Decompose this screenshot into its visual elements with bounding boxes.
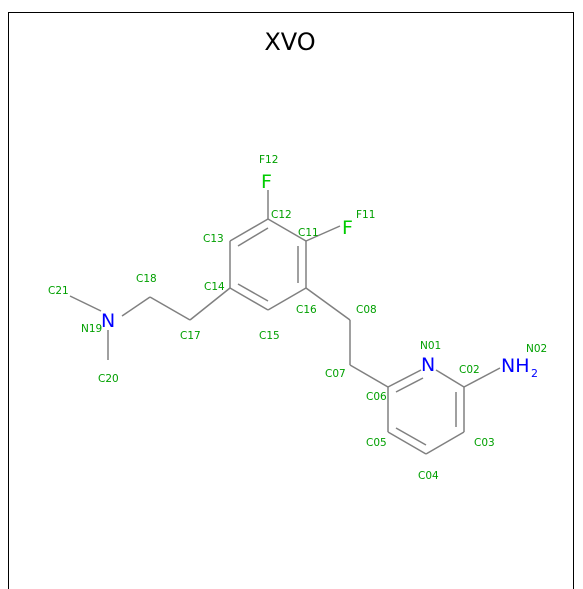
bond-c07-c06	[349, 364, 389, 388]
bond-c12-c11	[267, 218, 307, 242]
atom-label-c12: C12	[271, 209, 292, 221]
nitrogen-symbol-n19: N	[101, 310, 115, 332]
bond-c06-n01	[387, 369, 422, 388]
bond-c14-c17	[189, 287, 231, 321]
bond-c16-c08	[305, 287, 351, 321]
fluorine-symbol-f12: F	[261, 171, 272, 193]
atom-labels: F12 C12 C13 C11 F11 C14 C18 C21 N19 C17 …	[48, 154, 547, 482]
atom-label-c06: C06	[366, 391, 387, 403]
bond-n19-c21	[69, 295, 102, 312]
diagram-title: XVO	[264, 28, 315, 56]
atom-label-n02: N02	[526, 343, 547, 355]
bond-c15-c14	[229, 287, 269, 311]
atom-label-c07: C07	[325, 368, 346, 380]
bond-c03-c04	[425, 431, 465, 455]
bond-c18-n19	[121, 296, 151, 317]
bond-n01-c02	[435, 369, 465, 388]
nitrogen-symbol-n01: N	[421, 354, 435, 376]
bond-c11-f11	[305, 225, 341, 242]
bond-c15-c14-inner	[237, 283, 269, 302]
atom-label-c15: C15	[259, 330, 280, 342]
atom-label-f11: F11	[356, 209, 375, 221]
bond-c04-c05-inner	[395, 427, 427, 446]
bond-c06-n01-inner	[395, 377, 424, 393]
bond-c13-c12	[229, 218, 269, 242]
atom-label-c03: C03	[474, 437, 495, 449]
atom-label-c04: C04	[418, 470, 439, 482]
bond-c13-c12-inner	[237, 227, 269, 247]
atom-label-c14: C14	[204, 281, 225, 293]
atom-label-c13: C13	[203, 233, 224, 245]
amine-subscript-n02: 2	[531, 367, 538, 380]
amine-symbol-n02: NH	[501, 355, 530, 377]
atom-label-c16: C16	[296, 304, 317, 316]
element-symbols: F F N N NH 2	[101, 171, 538, 380]
atom-label-n19: N19	[81, 323, 102, 335]
bonds	[69, 190, 501, 455]
fluorine-symbol-f11: F	[342, 217, 353, 239]
atom-label-c21: C21	[48, 285, 69, 297]
atom-label-c05: C05	[366, 437, 387, 449]
bond-c04-c05	[387, 431, 427, 455]
bond-c02-n02	[463, 367, 501, 388]
atom-label-c20: C20	[98, 373, 119, 385]
atom-label-c17: C17	[180, 330, 201, 342]
atom-label-f12: F12	[259, 154, 278, 166]
bond-c17-c18	[149, 296, 191, 321]
atom-label-c08: C08	[356, 304, 377, 316]
atom-label-n01: N01	[420, 340, 441, 352]
atom-label-c02: C02	[459, 364, 480, 376]
bond-c16-c15	[267, 287, 307, 311]
atom-label-c11: C11	[298, 227, 319, 239]
atom-label-c18: C18	[136, 273, 157, 285]
frame-border	[8, 12, 574, 589]
